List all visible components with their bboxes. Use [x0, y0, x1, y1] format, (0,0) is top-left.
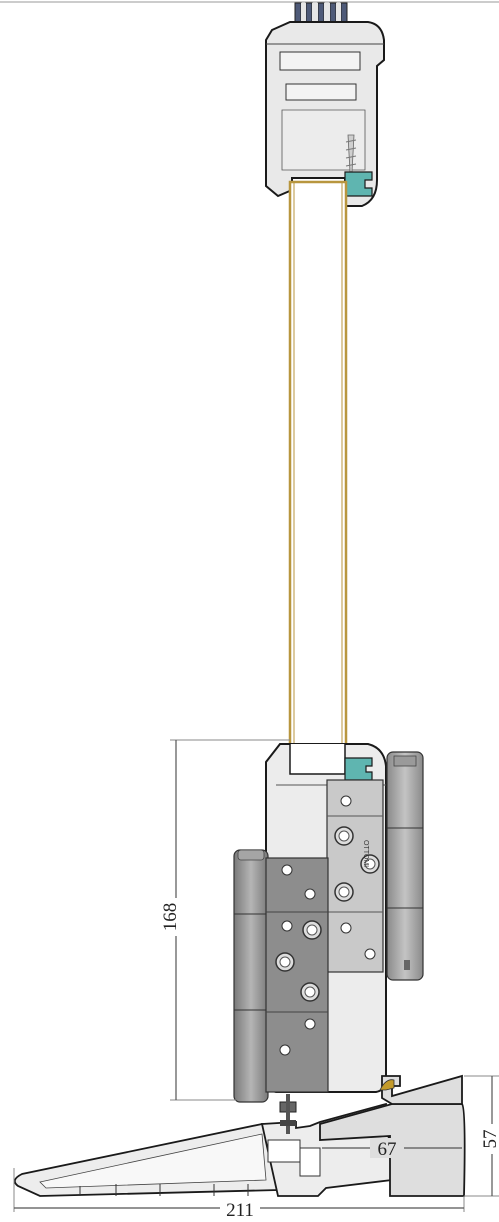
dimension-211: 211 — [13, 1168, 465, 1221]
threshold-profile — [13, 1074, 466, 1197]
dimension-67: 67 — [322, 1138, 462, 1160]
top-frame-profile — [265, 2, 385, 207]
door-panel — [288, 180, 348, 776]
dimension-label-57: 57 — [480, 1130, 499, 1149]
right-hinge — [386, 751, 424, 981]
left-hinge — [233, 849, 329, 1103]
dimension-label-211: 211 — [226, 1200, 254, 1221]
dimension-label-168: 168 — [160, 903, 181, 932]
dimension-57: 57 — [464, 1075, 499, 1197]
dimension-label-67: 67 — [378, 1139, 397, 1160]
hardware-label: OTTOMI — [362, 840, 369, 867]
sash-hinge-plates: OTTOMI — [326, 779, 384, 973]
dimension-168: 168 — [160, 739, 290, 1101]
